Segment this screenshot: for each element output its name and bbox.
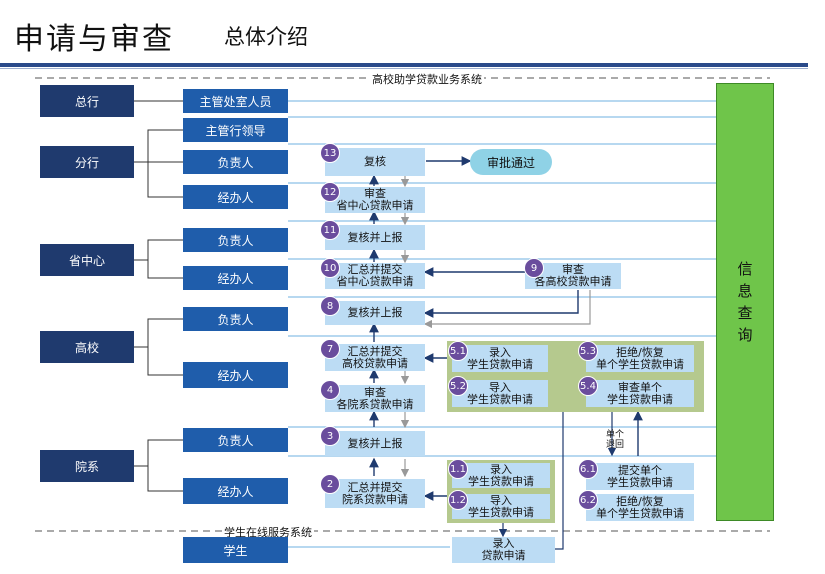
step-2-box: 汇总并提交 院系贷款申请 [325,479,425,508]
role-branch-handler: 经办人 [183,185,288,209]
step-9-text: 审查 各高校贷款申请 [534,263,612,288]
step-3-text: 复核并上报 [347,436,403,450]
student-entry-box: 录入 贷款申请 [452,537,555,563]
role-university-responsible: 负责人 [183,307,288,331]
step-12-box: 审查 省中心贷款申请 [325,187,425,213]
step-13-text: 复核 [364,155,386,168]
step-4-num: 4 [320,380,340,400]
step-5-3-num: 5.3 [578,341,598,361]
system-label-top: 高校助学贷款业务系统 [370,71,484,87]
step-5-1-box: 录入 学生贷款申请 [452,345,548,372]
step-4-box: 审查 各院系贷款申请 [325,385,425,412]
step-3-num: 3 [320,426,340,446]
info-query-label: 信 息 查 询 [737,260,753,344]
step-2-text: 汇总并提交 院系贷款申请 [342,480,408,506]
org-branch: 分行 [40,146,134,178]
title-underline [0,63,808,67]
org-province-center: 省中心 [40,244,134,276]
role-student: 学生 [183,537,288,563]
step-6-2-num: 6.2 [578,490,598,510]
step-8-box: 复核并上报 [325,301,425,325]
step-8-num: 8 [320,296,340,316]
step-1-2-text: 导入 学生贷款申请 [468,493,534,519]
step-7-num: 7 [320,339,340,359]
title-underline-thin [0,68,808,69]
step-5-4-num: 5.4 [578,376,598,396]
step-4-text: 审查 各院系贷款申请 [336,385,414,411]
role-department-handler: 经办人 [183,478,288,504]
step-7-text: 汇总并提交 高校贷款申请 [342,344,408,370]
step-5-4-text: 审查单个 学生贷款申请 [607,380,673,406]
role-province-responsible: 负责人 [183,228,288,252]
step-6-1-num: 6.1 [578,459,598,479]
org-department: 院系 [40,450,134,482]
step-11-text: 复核并上报 [347,230,403,244]
step-12-text: 审查 省中心贷款申请 [336,187,414,212]
role-province-handler: 经办人 [183,266,288,290]
step-13-box: 复核 [325,148,425,176]
step-8-text: 复核并上报 [347,306,403,319]
step-1-1-box: 录入 学生贷款申请 [452,463,550,488]
org-university: 高校 [40,331,134,363]
step-11-box: 复核并上报 [325,225,425,250]
role-department-responsible: 负责人 [183,428,288,452]
step-5-3-box: 拒绝/恢复 单个学生贷款申请 [586,345,694,372]
page-subtitle: 总体介绍 [224,25,308,49]
step-1-2-num: 1.2 [448,490,468,510]
step-6-2-text: 拒绝/恢复 单个学生贷款申请 [596,494,684,520]
step-3-box: 复核并上报 [325,431,425,456]
step-1-1-text: 录入 学生贷款申请 [468,462,534,488]
approved-oval: 审批通过 [470,149,552,175]
step-5-1-text: 录入 学生贷款申请 [467,345,533,371]
step-10-text: 汇总并提交 省中心贷款申请 [336,263,414,288]
step-10-num: 10 [320,258,340,278]
step-5-3-text: 拒绝/恢复 单个学生贷款申请 [596,345,684,371]
step-9-box: 审查 各高校贷款申请 [525,263,621,289]
role-branch-leader: 主管行领导 [183,118,288,142]
step-12-num: 12 [320,182,340,202]
step-10-box: 汇总并提交 省中心贷款申请 [325,263,425,289]
step-5-1-num: 5.1 [448,341,468,361]
step-7-box: 汇总并提交 高校贷款申请 [325,344,425,371]
step-2-num: 2 [320,474,340,494]
step-11-num: 11 [320,220,340,240]
role-university-handler: 经办人 [183,362,288,388]
step-6-2-box: 拒绝/恢复 单个学生贷款申请 [586,494,694,521]
step-5-4-box: 审查单个 学生贷款申请 [586,380,694,407]
return-single-label: 单个 退回 [605,430,624,450]
step-13-num: 13 [320,143,340,163]
student-entry-text: 录入 贷款申请 [481,537,526,562]
page-title: 申请与审查 [14,22,174,57]
role-branch-responsible: 负责人 [183,150,288,174]
step-1-1-num: 1.1 [448,459,468,479]
step-6-1-text: 提交单个 学生贷款申请 [607,463,673,489]
info-query-box: 信 息 查 询 [716,83,774,521]
system-label-bottom: 学生在线服务系统 [222,524,314,540]
step-6-1-box: 提交单个 学生贷款申请 [586,463,694,490]
step-5-2-num: 5.2 [448,376,468,396]
step-1-2-box: 导入 学生贷款申请 [452,494,550,519]
step-9-num: 9 [524,258,544,278]
org-head-office: 总行 [40,85,134,117]
role-head-staff: 主管处室人员 [183,89,288,113]
step-5-2-box: 导入 学生贷款申请 [452,380,548,407]
step-5-2-text: 导入 学生贷款申请 [467,380,533,406]
